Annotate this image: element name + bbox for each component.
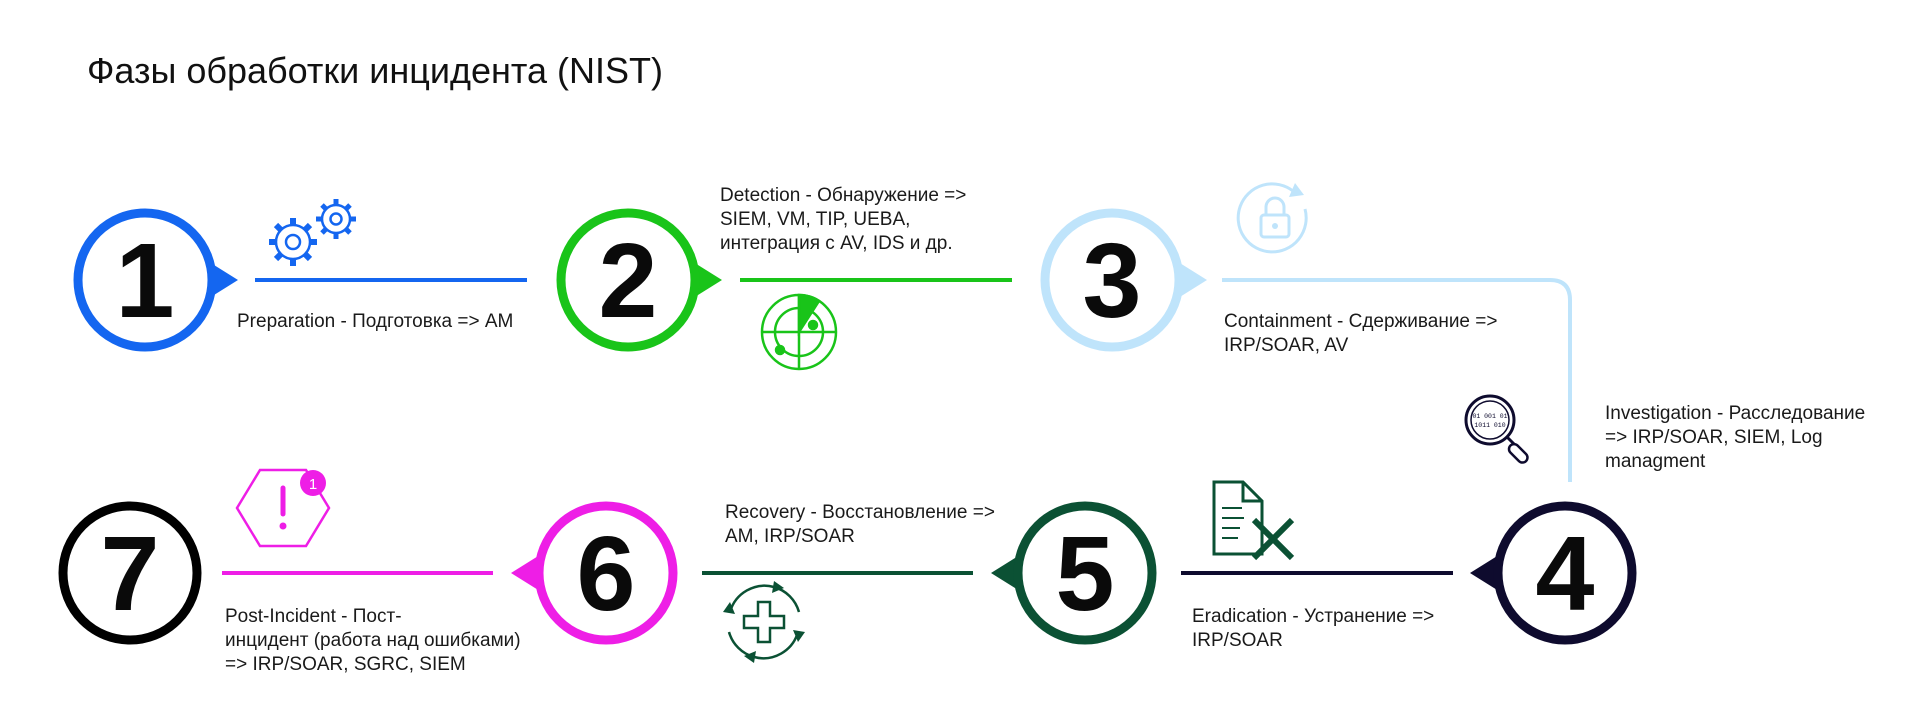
phase-6-label: Recovery - Восстановление => AM, IRP/SOA… — [725, 502, 995, 547]
alert-hexagon-icon: 1 — [235, 468, 331, 548]
alert-badge — [300, 470, 326, 496]
lock-cycle-icon — [1236, 182, 1308, 254]
alert-badge-count: 1 — [309, 476, 317, 493]
phase-3-marker: 3 — [1040, 208, 1207, 352]
svg-text:1011 010: 1011 010 — [1474, 422, 1505, 429]
phase-6-marker: 6 — [511, 501, 678, 645]
phase-4-label: Investigation - Расследование => IRP/SOA… — [1605, 403, 1866, 472]
phase-5-label: Eradication - Устранение => IRP/SOAR — [1192, 606, 1435, 651]
document-delete-icon — [1212, 480, 1295, 561]
phase-1-number: 1 — [116, 222, 175, 340]
phase-1-marker: 1 — [73, 208, 238, 352]
phase-5-marker: 5 — [991, 501, 1157, 645]
phase-4-marker: 4 — [1470, 501, 1637, 645]
gears-icon — [269, 199, 356, 266]
phase-2-label: Detection - Обнаружение => SIEM, VM, TIP… — [720, 185, 967, 254]
phase-3-label: Containment - Сдерживание => IRP/SOAR, A… — [1224, 311, 1498, 356]
connector-3 — [1222, 278, 1572, 482]
recovery-cross-icon — [723, 581, 805, 663]
phase-4-number: 4 — [1536, 515, 1595, 633]
phase-2-number: 2 — [599, 222, 658, 340]
radar-icon — [760, 293, 838, 371]
phase-7-number: 7 — [101, 515, 160, 633]
phase-3-number: 3 — [1083, 222, 1142, 340]
svg-text:01 001 01: 01 001 01 — [1472, 413, 1507, 420]
phase-7-label: Post-Incident - Пост- инцидент (работа н… — [225, 606, 521, 675]
phase-7-marker: 7 — [58, 501, 202, 645]
phase-5-number: 5 — [1056, 515, 1115, 633]
page-title: Фазы обработки инцидента (NIST) — [87, 50, 663, 91]
binary-magnifier-icon: 01 001 01 1011 010 — [1464, 394, 1529, 464]
phase-1-label: Preparation - Подготовка => AM — [237, 311, 514, 332]
phase-6-number: 6 — [577, 515, 636, 633]
phase-2-marker: 2 — [556, 208, 722, 352]
